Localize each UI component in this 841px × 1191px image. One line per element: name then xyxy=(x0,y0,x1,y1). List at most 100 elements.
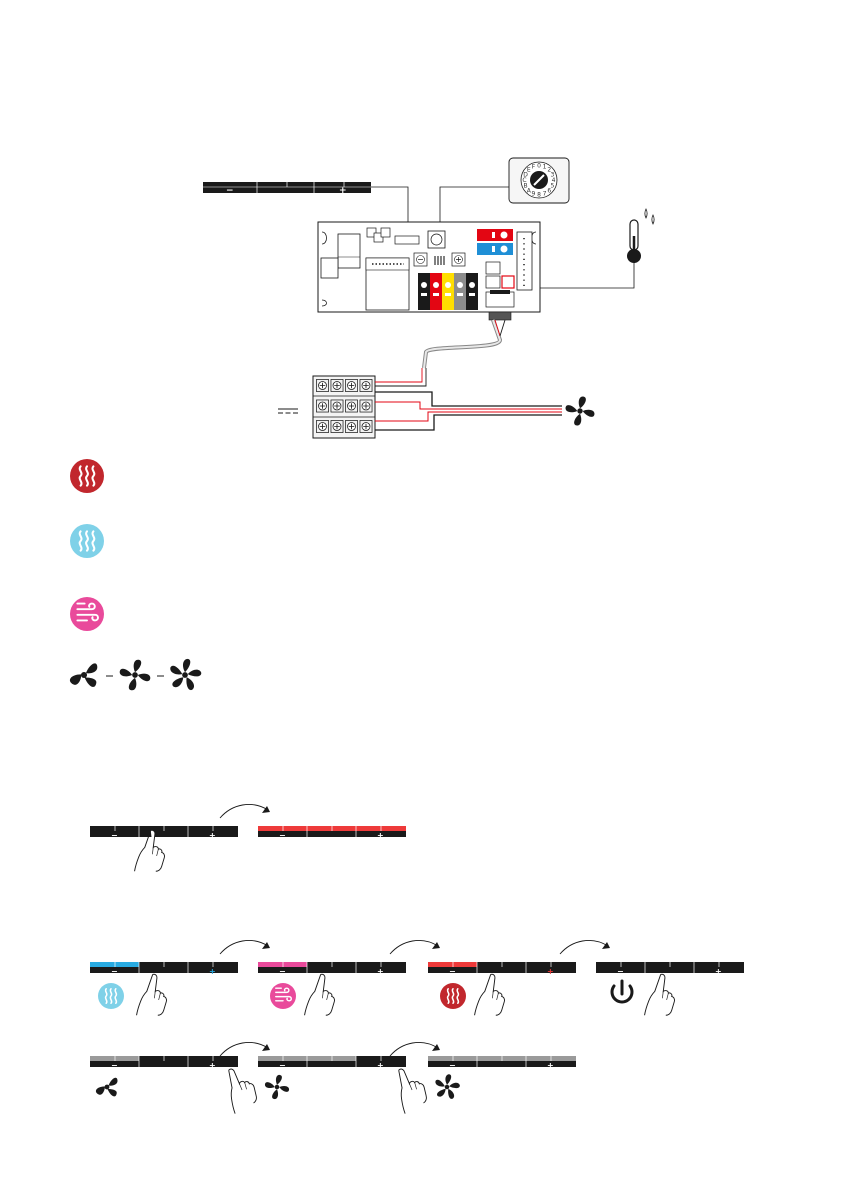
panel-segment xyxy=(477,962,502,967)
panel-minus: − xyxy=(279,1061,286,1070)
controller-board xyxy=(318,222,540,320)
panel-segment xyxy=(307,826,332,831)
touch-panel: −+ xyxy=(596,962,744,976)
panel-segment xyxy=(283,826,307,831)
screw-terminal xyxy=(331,400,343,412)
touch-panel: −+ xyxy=(428,962,576,976)
dial-digit: 6 xyxy=(547,187,551,194)
ventilation-icon-seq xyxy=(270,983,296,1009)
panel-segment xyxy=(283,1056,307,1061)
panel-segment xyxy=(551,1056,576,1061)
panel-minus: − xyxy=(449,1061,456,1070)
panel-segment xyxy=(453,962,477,967)
touch-panel: −+ xyxy=(90,1056,238,1070)
screw-terminal xyxy=(345,400,357,412)
hand-pointer-icon-2 xyxy=(137,974,167,1015)
panel-segment xyxy=(381,1056,406,1061)
panel-segment xyxy=(332,962,356,967)
screw-terminal xyxy=(360,379,372,391)
panel-plus: + xyxy=(209,831,216,840)
cool-icon xyxy=(70,524,104,558)
panel-plus: + xyxy=(377,1061,384,1070)
fan-icon-motor xyxy=(566,397,595,426)
screw-terminal xyxy=(360,420,372,432)
touch-panel: −+ xyxy=(258,826,406,840)
panel-segment xyxy=(502,1056,526,1061)
screw-terminal xyxy=(331,420,343,432)
terminal-black-1 xyxy=(418,273,430,310)
panel-minus: − xyxy=(111,1061,118,1070)
dial-digit: 8 xyxy=(537,192,541,199)
panel-segment xyxy=(115,962,139,967)
hand-pointer-icon-7 xyxy=(385,1063,431,1114)
panel-minus: − xyxy=(111,967,118,976)
panel-segment xyxy=(719,962,744,967)
screw-terminal xyxy=(345,379,357,391)
ventilation-icon xyxy=(70,597,104,631)
touch-panel: −+ xyxy=(258,962,406,976)
screw-terminal xyxy=(316,400,328,412)
fan-icon-seq-2 xyxy=(265,1075,289,1099)
panel-minus: − xyxy=(279,831,286,840)
panel-segment xyxy=(164,826,188,831)
fan-icon-speed-2 xyxy=(120,660,151,691)
panel-segment xyxy=(213,826,238,831)
hand-pointer-icon-5 xyxy=(645,974,675,1015)
panel-plus: + xyxy=(339,186,347,196)
panel-minus: − xyxy=(279,967,286,976)
panel-plus: + xyxy=(209,967,216,976)
relay-terminal-block xyxy=(313,376,375,438)
panel-segment xyxy=(621,962,645,967)
panel-segment xyxy=(139,1056,164,1061)
touch-panel: −+ xyxy=(90,962,238,976)
panel-plus: + xyxy=(547,1061,554,1070)
screw-terminal xyxy=(316,420,328,432)
dial-digit: F xyxy=(532,164,536,171)
panel-plus: + xyxy=(547,967,554,976)
panel-segment xyxy=(477,1056,502,1061)
cool-icon-seq xyxy=(98,983,124,1009)
dial-digit: 9 xyxy=(532,190,536,197)
fan-speeds-legend xyxy=(70,659,202,691)
terminal-black-2 xyxy=(466,273,478,310)
panel-plus: + xyxy=(377,967,384,976)
touch-panel: −+ xyxy=(258,1056,406,1070)
panel-segment xyxy=(551,962,576,967)
terminal-grey xyxy=(454,273,466,310)
screw-terminal xyxy=(331,379,343,391)
dc-symbol xyxy=(278,409,298,413)
panel-plus: + xyxy=(715,967,722,976)
fan-icon-speed-3 xyxy=(169,659,202,691)
screw-terminal xyxy=(316,379,328,391)
thermometer-icon xyxy=(627,209,654,263)
dial-digit: 0 xyxy=(537,163,541,170)
panel-segment xyxy=(307,1056,332,1061)
panel-segment xyxy=(332,1056,356,1061)
panel-segment xyxy=(213,1056,238,1061)
power-icon xyxy=(612,981,632,1002)
panel-segment xyxy=(283,962,307,967)
fan-icon-seq-3 xyxy=(434,1074,460,1100)
panel-segment xyxy=(164,962,188,967)
fan-icon-speed-1 xyxy=(70,663,97,687)
hand-pointer-icon-6 xyxy=(215,1063,261,1114)
heat-icon-seq xyxy=(440,983,466,1009)
panel-plus: + xyxy=(377,831,384,840)
panel-segment xyxy=(115,826,139,831)
panel-segment xyxy=(381,962,406,967)
panel-segment xyxy=(381,826,406,831)
fan-icon-seq-1 xyxy=(96,1078,118,1097)
screw-terminal xyxy=(360,400,372,412)
touch-panel: −+ xyxy=(428,1056,576,1070)
terminal-yellow xyxy=(442,273,454,310)
panel-segment xyxy=(670,962,694,967)
panel-segment xyxy=(115,1056,139,1061)
panel-minus: − xyxy=(111,831,118,840)
panel-segment xyxy=(213,962,238,967)
panel-minus: − xyxy=(449,967,456,976)
terminal-red xyxy=(430,273,442,310)
panel-segment xyxy=(645,962,670,967)
panel-segment xyxy=(453,1056,477,1061)
panel-segment xyxy=(307,962,332,967)
